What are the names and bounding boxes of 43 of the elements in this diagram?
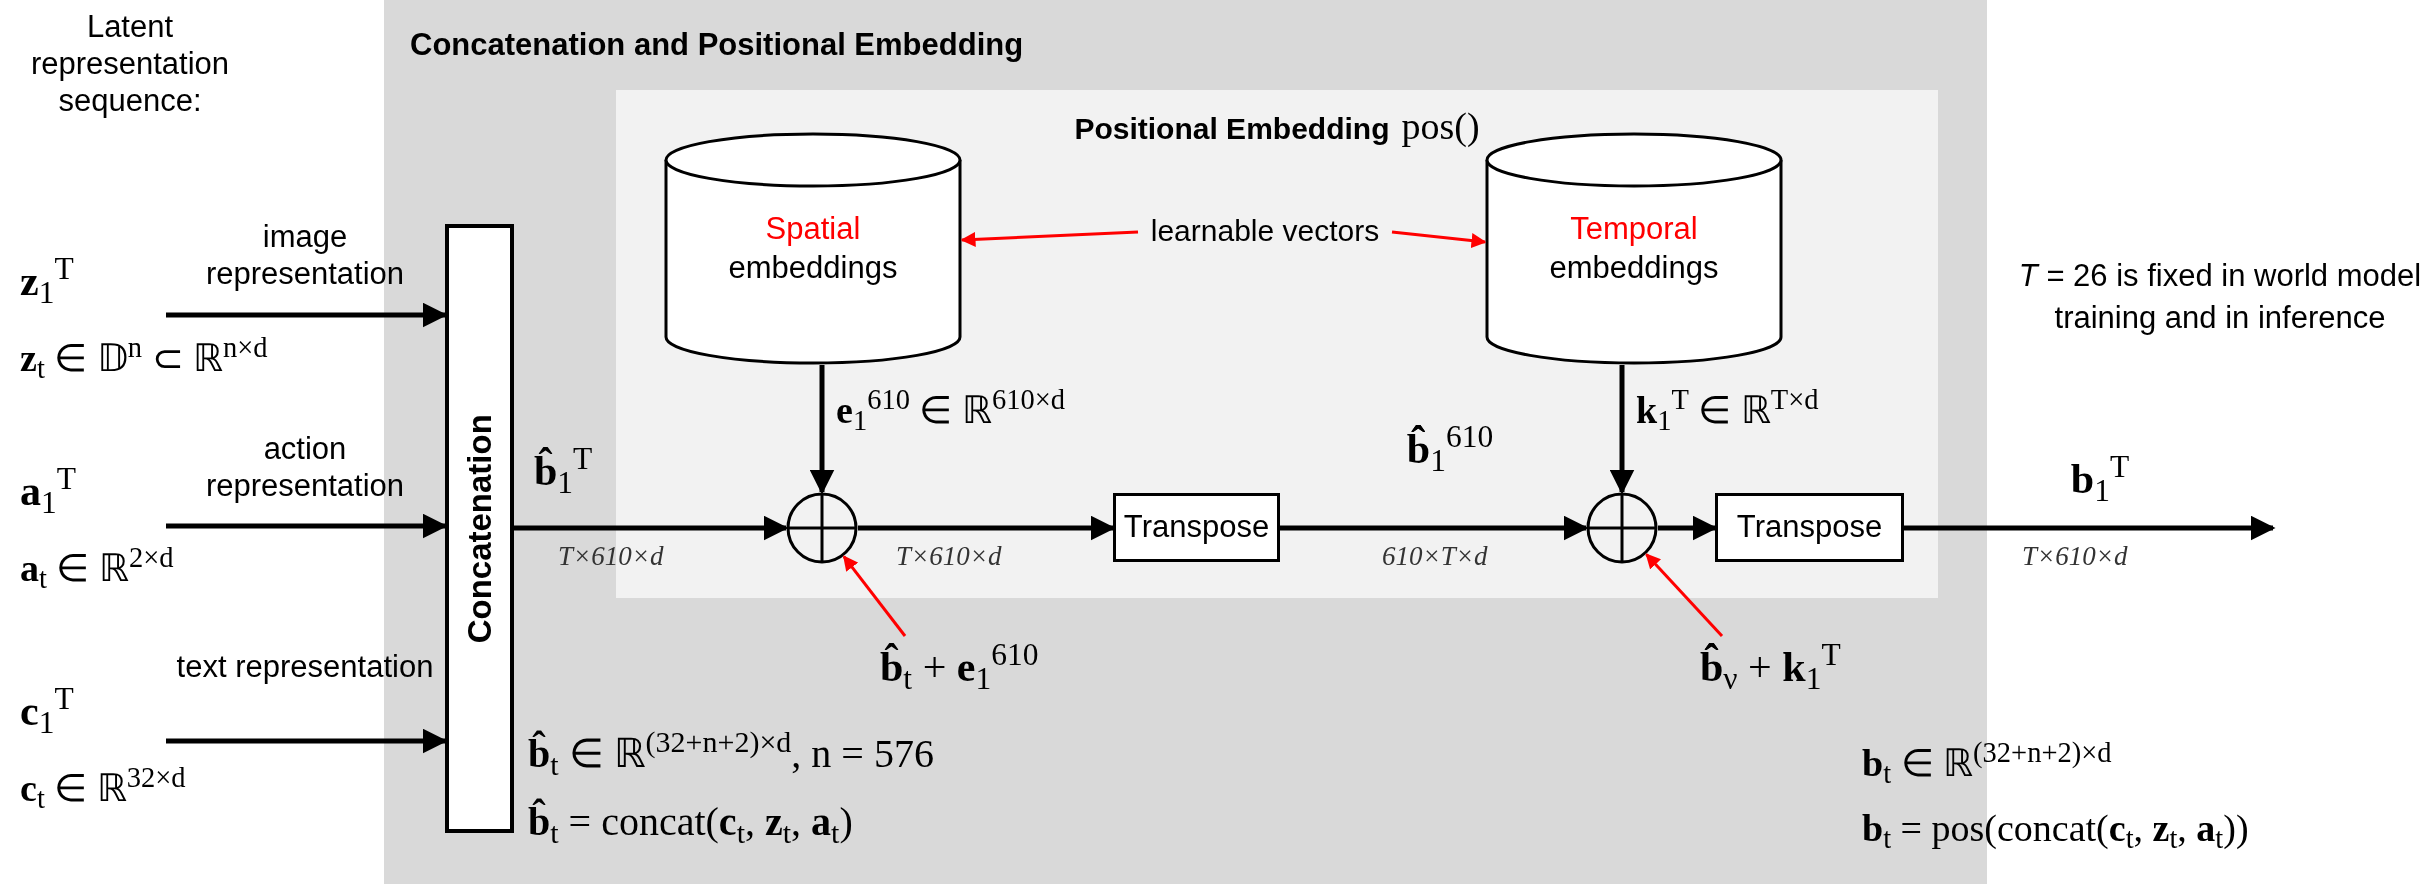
arrow xyxy=(166,302,448,328)
box-label: Concatenation xyxy=(459,413,499,644)
note: T = 26 is fixed in world model training and in inference xyxy=(2017,257,2423,337)
arrow xyxy=(166,728,448,754)
transpose-box: Transpose xyxy=(1113,493,1280,562)
pointer-arrow xyxy=(1391,230,1487,248)
edge-label: image representation xyxy=(204,218,406,293)
arrow xyxy=(1609,365,1635,495)
formula: b$_{t}$ ∈ ℝ$^{(32+n+2)×d}$ xyxy=(1862,735,2113,792)
cylinder-label: Spatial xyxy=(765,210,861,248)
arrow xyxy=(1904,515,2276,541)
arrow xyxy=(858,515,1116,541)
pointer-arrow xyxy=(842,555,907,637)
math-formula: z$_{t}$ ∈ 𝔻$^{n}$ ⊂ ℝ$^{n×d}$ xyxy=(20,330,268,387)
edge-label: text representation xyxy=(175,648,435,686)
cylinder-label: embeddings xyxy=(1549,248,1719,287)
annotation-text: learnable vectors xyxy=(1149,213,1381,249)
pointer-arrow xyxy=(960,230,1139,247)
cylinder-label: embeddings xyxy=(728,248,898,287)
panel-title: Positional Embedding xyxy=(1074,111,1390,147)
formula: b̂$_{t}$ ∈ ℝ$^{(32+n+2)×d}$, n = 576 xyxy=(528,724,935,783)
arrow xyxy=(1658,515,1718,541)
math-formula: c$_{t}$ ∈ ℝ$^{32×d}$ xyxy=(20,760,186,817)
edge-label: action representation xyxy=(204,430,406,505)
dimension-label: T×610×d xyxy=(2022,540,2129,573)
formula: b̂$_{t}$ = concat(c$_{t}$, z$_{t}$, a$_{t}$) xyxy=(528,797,854,851)
function-label: pos() xyxy=(1401,104,1480,149)
transpose-box: Transpose xyxy=(1715,493,1904,562)
edge-label: k$_{1}$$^{T}$ ∈ ℝ$^{T×d}$ xyxy=(1636,382,1820,439)
formula: b$_{t}$ = pos(concat(c$_{t}$, z$_{t}$, a$_{t}$)) xyxy=(1862,806,2250,857)
arrow xyxy=(514,515,789,541)
dimension-label: T×610×d xyxy=(558,540,665,573)
arrow xyxy=(1280,515,1589,541)
arrow xyxy=(166,513,448,539)
edge-label: e$_{1}$$^{610}$ ∈ ℝ$^{610×d}$ xyxy=(836,382,1066,439)
dimension-label: T×610×d xyxy=(896,540,1003,573)
cylinder-label: Temporal xyxy=(1570,210,1698,248)
math-formula: a$_{t}$ ∈ ℝ$^{2×d}$ xyxy=(20,540,174,597)
heading-note: Latent representation sequence: xyxy=(29,8,231,120)
dimension-label: 610×T×d xyxy=(1382,540,1489,573)
panel-title: Concatenation and Positional Embedding xyxy=(410,26,1024,64)
arrow xyxy=(809,365,835,495)
pointer-arrow xyxy=(1645,553,1724,637)
